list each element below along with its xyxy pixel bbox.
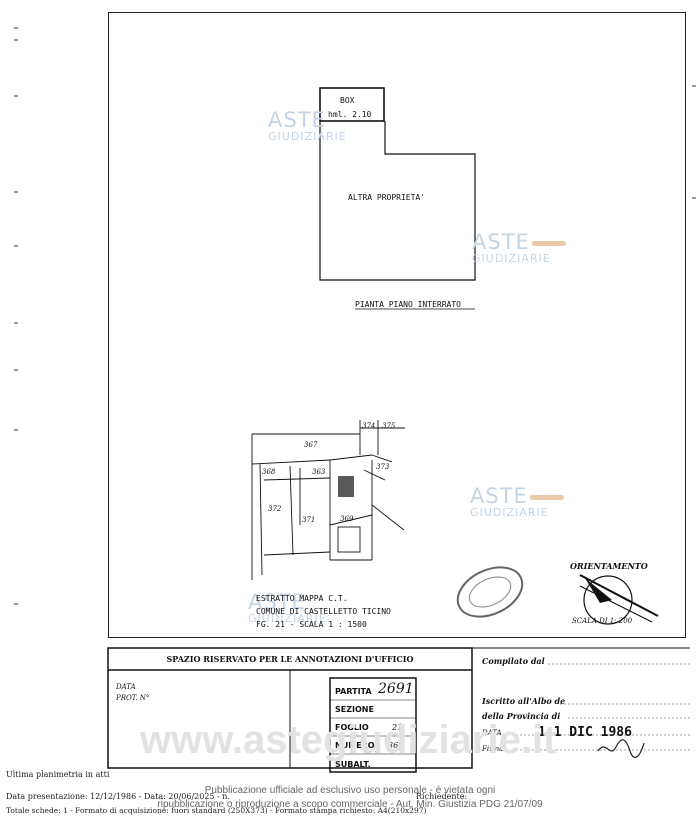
map-caption: COMUNE DI CASTELLETTO TICINO [256,607,391,616]
footer-line: Ultima planimetria in atti [6,770,110,779]
url-watermark: www.astegiudiziarie.it [140,718,557,762]
cadastral-map [251,420,405,580]
orientation-icon [579,574,659,625]
foglio-label: FOGLIO [335,723,369,732]
other-property-label: ALTRA PROPRIETA' [348,193,426,202]
office-prot-label: PROT. N° [116,694,150,702]
partita-label: PARTITA [335,687,372,696]
right-box-dotlines [512,663,690,751]
margin-ticks [14,27,696,605]
parcel-number: 373 [376,463,390,471]
right-data-label: DATA [482,729,502,737]
gavel-icon [529,494,564,500]
other-property-outline [319,121,476,281]
parcel-number: 368 [262,468,276,476]
floor-plan-title: PIANTA PIANO INTERRATO [355,300,461,309]
compilato-label: Compilato dal [482,656,545,666]
subject-parcel-hatch [338,476,354,497]
map-caption: FG. 21 - SCALA 1 : 1500 [256,620,367,629]
signature-icon [597,739,645,759]
gavel-icon [531,240,566,246]
office-box-lines [107,647,690,773]
partita-value: 2691 [378,681,414,697]
publication-notice: Pubblicazione ufficiale ad esclusivo uso… [204,785,496,796]
box-height: hml. 2.10 [328,110,372,119]
orientation-label: ORIENTAMENTO [570,561,648,571]
parcel-number: 372 [268,505,282,513]
iscritto-label: Iscritto all'Albo de [482,696,566,706]
footer-line: Data presentazione: 12/12/1986 - Data: 2… [6,792,230,801]
richiedente-label: Richiedente: [416,792,468,801]
drawing-sheet [108,12,686,638]
parcel-number: 371 [302,516,316,524]
publication-notice: ripubblicazione o riproduzione a scopo c… [157,799,543,810]
box-room [319,87,385,122]
numero-value: 367 [388,741,404,750]
parcel-number: 374 [362,422,376,430]
office-data-label: DATA [116,683,136,691]
sezione-label: SEZIONE [335,705,374,714]
footer-line: Totale schede: 1 - Formato di acquisizio… [6,806,427,815]
scale-label: SCALA DI 1: 200 [572,617,633,625]
office-box-heading: SPAZIO RISERVATO PER LE ANNOTAZIONI D'UF… [166,654,414,664]
box-label: BOX [340,96,355,105]
parcel-number: 369 [340,515,354,523]
provincia-label: della Provincia di [482,711,561,721]
subalt-label: SUBALT. [335,760,371,769]
parcel-number: 375 [382,422,396,430]
parcel-number: 367 [304,441,318,449]
date-stamp: 1 1 DIC 1986 [538,725,632,740]
foglio-value: 21 [392,723,403,732]
parcel-number: 363 [312,468,326,476]
office-stamp-icon [456,566,524,618]
numero-label: NUMERO [335,741,375,750]
map-caption: ESTRATTO MAPPA C.T. [256,594,348,603]
firma-label: Firma [482,745,504,753]
